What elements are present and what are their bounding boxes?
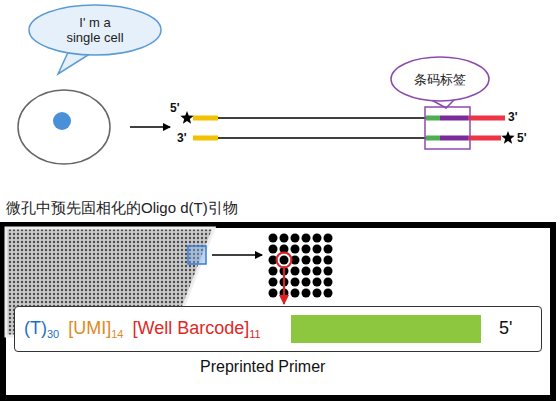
label-star [180, 111, 193, 124]
cdna-strand [218, 117, 426, 119]
adapter-segment [193, 116, 218, 121]
polyT-text: (T) [24, 318, 47, 338]
polyT-segment [468, 116, 505, 121]
panel-caption: Preprinted Primer [200, 358, 325, 376]
panel-inner [6, 228, 550, 395]
length-subscript: 11 [249, 328, 260, 340]
polyT-segment [468, 136, 501, 141]
zoom-region [188, 246, 206, 264]
umi-text: [UMI] [68, 318, 111, 338]
strand-end: 3' [177, 131, 187, 145]
figure-panel: Preprinted Primer (T)30 [UMI]14 [Well Barco… [0, 222, 556, 401]
barcode-text: [Well Barcode] [132, 318, 249, 338]
bubble-ellipse [29, 5, 161, 55]
speech-bubble: 条码标签 [390, 56, 490, 102]
strand-end: 5' [517, 131, 527, 145]
length-subscript: 30 [47, 328, 59, 340]
section-heading: 微孔中预先固相化的Oligo d(T)引物 [6, 199, 238, 218]
primer-segment [426, 136, 440, 141]
well-pointer [283, 268, 285, 304]
cell-outline [18, 90, 110, 164]
bubble-ellipse [391, 57, 489, 101]
zoom-arrow [212, 254, 262, 256]
length-subscript: 14 [111, 328, 123, 340]
cell-nucleus [53, 112, 71, 130]
well-grid [269, 234, 333, 298]
process-arrow [130, 126, 170, 128]
label-star [501, 131, 514, 144]
barcode-segment [440, 136, 468, 141]
primer-anchor-bar [291, 315, 481, 343]
barcode-segment [440, 116, 468, 121]
strand-end: 3' [508, 110, 518, 124]
barcode-highlight [425, 107, 470, 149]
strand-end: 5' [499, 318, 512, 339]
bubble-text: I' m a single cell [64, 15, 126, 45]
adapter-segment [193, 136, 218, 141]
cdna-strand [218, 137, 426, 139]
strand-end: 5' [170, 101, 180, 115]
primer-box: (T)30 [UMI]14 [Well Barcode]11 5' [14, 306, 542, 352]
bubble-text: 条码标签 [414, 72, 466, 87]
speech-bubble: I' m a single cell [28, 4, 162, 56]
panel-frame [0, 222, 556, 401]
selected-well [277, 253, 292, 268]
primer-segment [426, 116, 440, 121]
